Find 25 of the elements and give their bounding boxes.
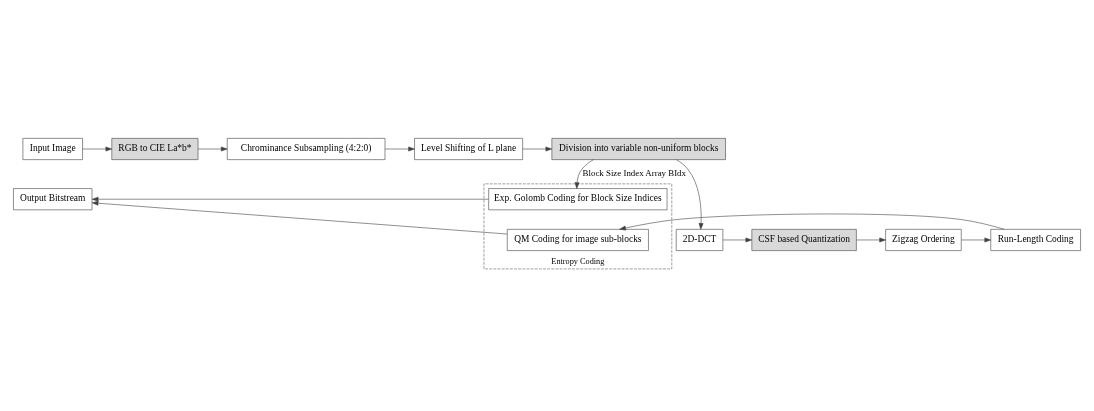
arrow	[619, 213, 1005, 230]
arrow	[574, 158, 594, 189]
node-box: CSF based Quantization	[751, 228, 857, 251]
arrow	[91, 196, 489, 202]
arrow	[676, 158, 704, 230]
node-box: Level Shifting of L plane	[414, 137, 523, 160]
arrow	[722, 237, 752, 242]
node-box: Division into variable non-uniform blocks	[551, 137, 726, 160]
arrow	[82, 146, 113, 151]
edge-label: Block Size Index Array BIdx	[582, 167, 686, 178]
arrow	[961, 237, 991, 242]
node-box: RGB to CIE La*b*	[111, 137, 199, 160]
node-box: Chrominance Subsampling (4:2:0)	[226, 137, 386, 160]
node-box: Zigzag Ordering	[885, 228, 962, 251]
arrow	[197, 146, 228, 151]
arrow	[91, 200, 508, 234]
node-box: Exp. Golomb Coding for Block Size Indices	[488, 187, 668, 210]
arrow	[522, 146, 553, 151]
node-box: Run-Length Coding	[990, 228, 1081, 251]
arrow	[856, 237, 886, 242]
node-box: Output Bitstream	[13, 187, 93, 210]
node-box: QM Coding for image sub-blocks	[506, 228, 649, 251]
arrow	[384, 146, 415, 151]
node-box: 2D-DCT	[675, 228, 724, 251]
node-box: Input Image	[22, 137, 83, 160]
